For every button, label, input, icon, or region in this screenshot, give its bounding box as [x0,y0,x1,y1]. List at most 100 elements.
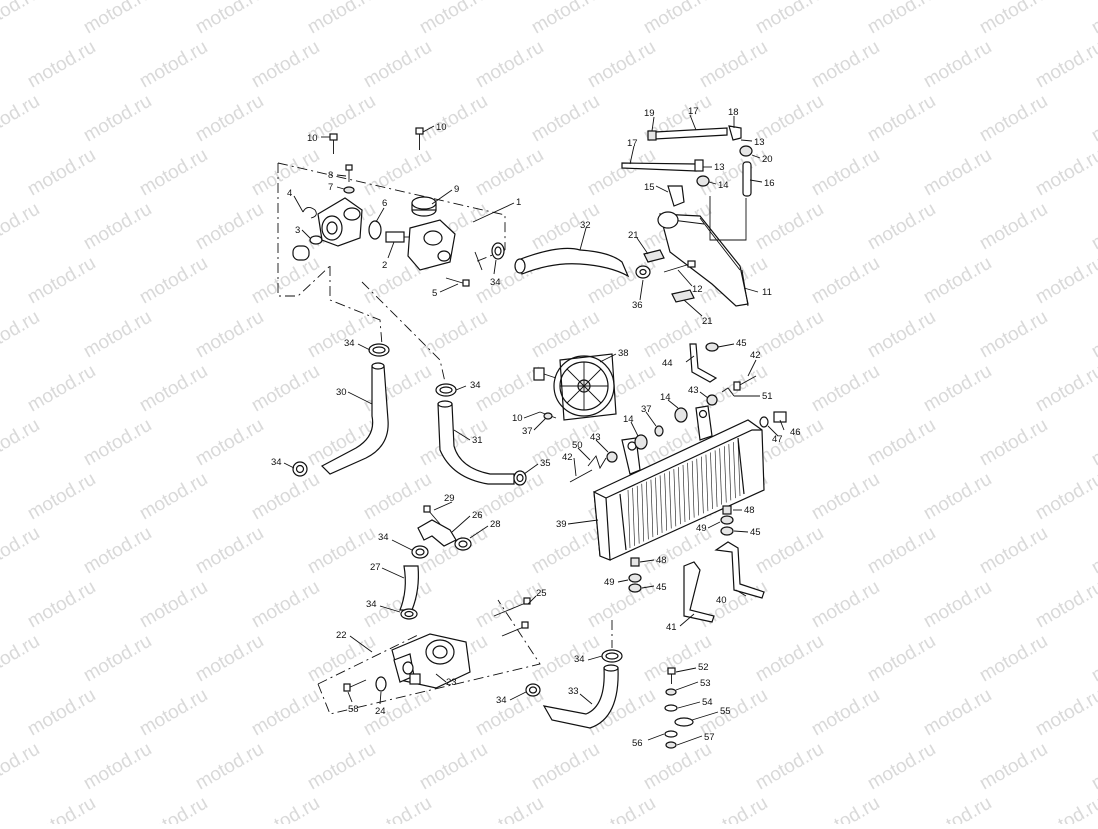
watermark-text: motod.ru [24,469,99,525]
callout-5: 5 [432,288,437,299]
watermark-text: motod.ru [0,0,43,38]
watermark-text: motod.ru [360,145,435,201]
watermark-text: motod.ru [1032,37,1098,93]
watermark-text: motod.ru [920,145,995,201]
watermark-text: motod.ru [696,37,771,93]
watermark-text: motod.ru [136,361,211,417]
watermark-text: motod.ru [360,37,435,93]
callout-3: 3 [295,225,300,236]
elbow-26 [417,519,457,547]
watermark-text: motod.ru [24,361,99,417]
radiator-fin [733,442,736,499]
watermark-text: motod.ru [864,307,939,363]
watermark-text: motod.ru [24,793,99,824]
callout-17: 17 [688,106,699,117]
watermark-text: motod.ru [528,523,603,579]
grommet-49-b [628,573,642,583]
clamp-34-d [435,383,457,397]
watermark-text: motod.ru [472,577,547,633]
callout-40: 40 [716,595,727,606]
callout-34: 34 [490,277,501,288]
callout-45: 45 [750,527,761,538]
callout-14: 14 [718,180,729,191]
callout-48: 48 [744,505,755,516]
watermark-text: motod.ru [304,739,379,795]
bolt-42-a [569,469,593,483]
watermark-text: motod.ru [976,307,1051,363]
callout-34: 34 [470,380,481,391]
watermark-text: motod.ru [136,469,211,525]
watermark-text: motod.ru [1032,361,1098,417]
watermark-text: motod.ru [248,253,323,309]
watermark-text: motod.ru [808,37,883,93]
watermark-text: motod.ru [808,685,883,741]
watermark-text: motod.ru [920,469,995,525]
watermark-text: motod.ru [976,415,1051,471]
watermark-text: motod.ru [1032,145,1098,201]
callout-4: 4 [287,188,292,199]
pad-21-a [643,249,665,263]
watermark-text: motod.ru [640,307,715,363]
radiator-fin [687,462,690,520]
radiator-fin [664,473,667,531]
callout-34: 34 [271,457,282,468]
callout-37: 37 [522,426,533,437]
washer-54 [664,704,678,712]
radiator-fin [723,446,727,503]
watermark-text: motod.ru [920,37,995,93]
bolt-25-a [493,601,529,617]
hose-33 [542,667,619,729]
cap-14 [696,175,710,187]
hose-30-group [292,266,446,477]
watermark-text: motod.ru [416,0,491,38]
radiator-fin [636,485,640,544]
watermark-text: motod.ru [808,793,883,824]
collar-37 [654,425,664,437]
grommet-14-a [634,434,648,450]
nut-45-c [628,583,642,593]
washer-7 [343,186,355,194]
radiator-39 [593,419,765,561]
watermark-text: motod.ru [416,739,491,795]
callout-11: 11 [762,287,772,298]
callout-1: 1 [516,197,521,208]
callout-10: 10 [512,413,523,424]
watermark-text: motod.ru [136,145,211,201]
callout-13: 13 [714,162,725,173]
watermark-text: motod.ru [1032,793,1098,824]
water-pump-group [317,505,541,715]
callout-25: 25 [536,588,547,599]
watermark-text: motod.ru [248,793,323,824]
collar-48-b [630,557,640,567]
watermark-text: motod.ru [528,91,603,147]
callout-38: 38 [618,348,629,359]
watermark-text: motod.ru [0,91,43,147]
callout-33: 33 [568,686,579,697]
callout-52: 52 [698,662,709,673]
callout-22: 22 [336,630,347,641]
watermark-text: motod.ru [360,469,435,525]
radiator-cap-9 [411,196,437,217]
clip-19 [647,130,657,141]
watermark-text: motod.ru [192,739,267,795]
oring-3 [309,235,323,245]
clip-51 [721,387,735,397]
nut-43-a [606,451,618,463]
clip-50 [587,455,607,470]
callout-34: 34 [496,695,507,706]
thermostat-housing-group [277,127,506,297]
collar-48-a [722,505,732,515]
callout-27: 27 [370,562,381,573]
callout-10: 10 [307,133,318,144]
watermark-text: motod.ru [696,793,771,824]
watermark-text: motod.ru [24,685,99,741]
radiator-fin [627,489,631,549]
clamp-34-e [411,545,429,559]
watermark-text: motod.ru [360,793,435,824]
callout-9: 9 [454,184,459,195]
watermark-text: motod.ru [80,739,155,795]
watermark-text: motod.ru [976,739,1051,795]
watermark-text: motod.ru [528,739,603,795]
bolt-12 [663,263,691,273]
